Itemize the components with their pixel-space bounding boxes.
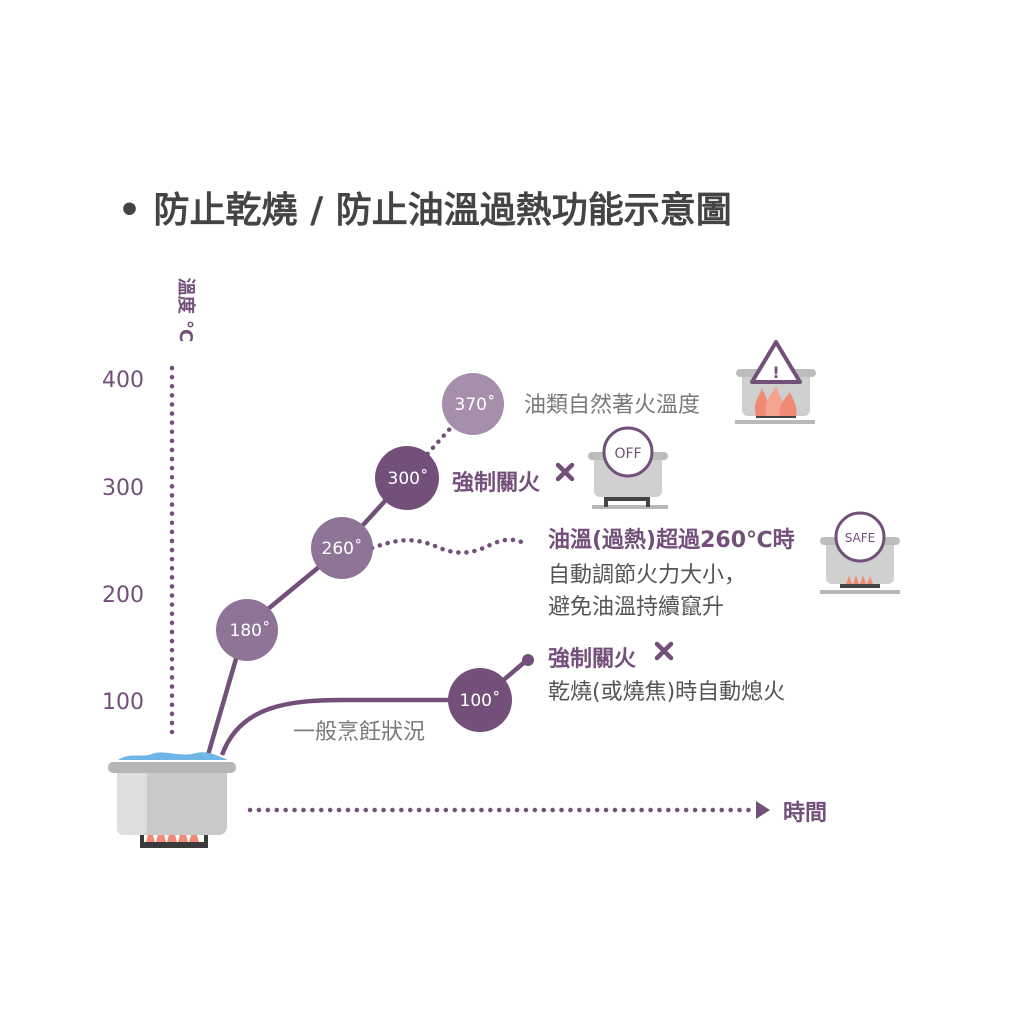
diagram-title: • 防止乾燒 / 防止油溫過熱功能示意圖 <box>118 190 732 231</box>
node-370-label: 370˚ <box>455 394 496 415</box>
normal-cooking-text: 一般烹飪狀況 <box>293 720 425 745</box>
node-100-label: 100˚ <box>460 690 501 711</box>
node-100-circle <box>448 668 512 732</box>
node-370-circle <box>442 373 504 435</box>
warning-triangle-icon <box>750 340 802 384</box>
safe-badge-circle <box>834 511 886 563</box>
x-axis-arrow-icon <box>756 801 770 819</box>
node-260-label: 260˚ <box>322 538 363 559</box>
x-axis-label: 時間 <box>783 801 827 826</box>
node-260-circle <box>311 517 373 579</box>
y-tick-400: 400 <box>102 368 144 393</box>
off-badge-circle <box>602 426 654 478</box>
forced-off-text-1: 強制關火 <box>452 470 540 496</box>
node-300-circle <box>375 446 439 510</box>
forced-off-text-2: 強制關火 <box>548 646 636 672</box>
overheat-text-line3: 避免油溫持續竄升 <box>548 595 724 620</box>
ignition-temp-text: 油類自然著火溫度 <box>524 393 700 418</box>
off-pot-icon: OFF <box>588 426 668 509</box>
y-axis-label: 溫度 °C <box>175 278 197 342</box>
y-tick-200: 200 <box>102 583 144 608</box>
warning-badge-text: ! <box>772 363 779 382</box>
y-tick-100: 100 <box>102 690 144 715</box>
node-180-label: 180˚ <box>230 620 271 641</box>
flame-icon <box>846 575 873 584</box>
safe-pot-icon: SAFE <box>820 511 900 594</box>
close-icon <box>555 462 575 482</box>
warning-pot-icon: ! <box>735 340 816 424</box>
safe-badge-text: SAFE <box>845 531 876 545</box>
node-180-circle <box>216 599 278 661</box>
normal-cooking-curve <box>219 697 480 756</box>
main-pot-icon <box>108 752 236 848</box>
off-badge-text: OFF <box>614 446 641 462</box>
dry-burn-text: 乾燒(或燒焦)時自動熄火 <box>548 680 785 705</box>
overheat-text-line2: 自動調節火力大小， <box>548 563 746 588</box>
dry-burn-endpoint <box>522 654 534 666</box>
y-tick-300: 300 <box>102 476 144 501</box>
overheat-text-line1: 油溫(過熱)超過260℃時 <box>548 527 795 553</box>
overheat-regulation-line <box>369 537 531 555</box>
close-icon <box>654 641 674 661</box>
node-300-label: 300˚ <box>388 468 429 489</box>
flame-icon <box>754 386 797 416</box>
